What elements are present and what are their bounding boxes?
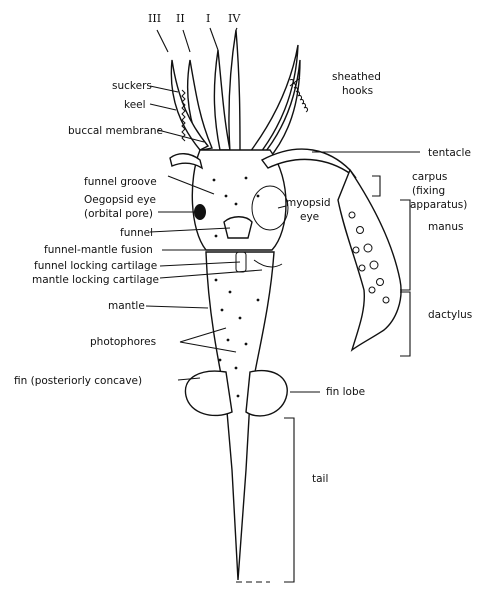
label-sheathed: sheathed [332,71,381,83]
label-funnel: funnel [120,227,153,239]
arm-number-iii: III [148,12,161,25]
label-suckers: suckers [112,80,152,92]
label-mantle-locking-cartilage: mantle locking cartilage [32,274,159,286]
label-apparatus: apparatus) [410,199,467,211]
head [169,148,357,251]
label-buccal-membrane: buccal membrane [68,125,163,137]
label-fin: fin (posteriorly concave) [14,375,142,387]
leader-lines [145,27,420,583]
arm-number-iv: IV [228,12,241,25]
label-manus: manus [428,221,463,233]
label-fixing: (fixing [412,185,445,197]
label-keel: keel [124,99,146,111]
label-orbital-pore: (orbital pore) [84,208,153,220]
label-mantle: mantle [108,300,145,312]
label-fin-lobe: fin lobe [326,386,365,398]
oegopsid-eye-mark [194,204,206,220]
arm-number-i: I [206,12,210,25]
mantle-body [184,176,288,583]
arm-number-ii: II [176,12,185,25]
photophores-dots [212,176,260,398]
label-funnel-mantle-fusion: funnel-mantle fusion [44,244,153,256]
label-photophores: photophores [90,336,156,348]
label-eye: eye [300,211,319,223]
label-myopsid: myopsid [286,197,331,209]
label-funnel-groove: funnel groove [84,176,157,188]
arms [170,29,308,161]
label-dactylus: dactylus [428,309,472,321]
label-tentacle: tentacle [428,147,471,159]
label-hooks: hooks [342,85,373,97]
label-funnel-locking-cartilage: funnel locking cartilage [34,260,157,272]
label-carpus: carpus [412,171,447,183]
label-tail: tail [312,473,328,485]
label-oegopsid-eye: Oegopsid eye [84,194,156,206]
tentacular-club [337,168,402,352]
